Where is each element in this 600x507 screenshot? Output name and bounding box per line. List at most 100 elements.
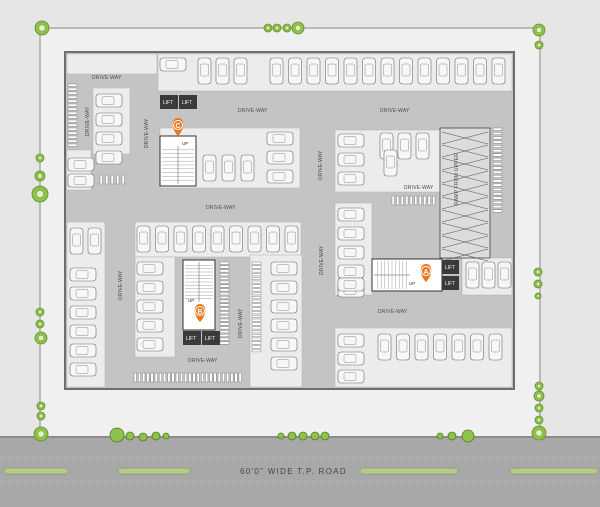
two-wheeler-stall: [432, 195, 436, 206]
car-stall: [417, 57, 432, 85]
two-wheeler-stall: [67, 111, 78, 115]
car-roof: [343, 267, 357, 276]
core-marker-c: C: [172, 118, 184, 136]
car-roof: [438, 63, 448, 77]
car-roof: [142, 302, 156, 311]
two-wheeler-stall: [116, 174, 120, 185]
tree-core: [265, 25, 271, 31]
two-wheeler-stall: [226, 372, 230, 383]
two-wheeler-stall: [67, 135, 78, 139]
two-wheeler-stall: [219, 277, 230, 280]
marker-c-label: C: [176, 123, 181, 130]
two-wheeler-stall: [414, 195, 418, 206]
car-roof: [383, 63, 392, 77]
two-wheeler-stall: [251, 345, 262, 349]
car-body: [337, 277, 365, 292]
car-roof: [494, 63, 503, 77]
car-roof: [73, 176, 87, 185]
car-roof: [472, 339, 482, 353]
car-body: [192, 225, 206, 253]
car-roof: [475, 63, 485, 77]
car-stall: [270, 261, 298, 276]
two-wheeler-stall: [492, 157, 503, 161]
ramp-line: [441, 235, 489, 249]
road-tree: [461, 429, 475, 443]
two-wheeler-stall: [219, 299, 230, 303]
ramp: [439, 127, 491, 262]
tree-core: [38, 335, 44, 341]
ramp-line: [441, 196, 489, 210]
two-wheeler-stall: [67, 87, 78, 91]
car-stall: [266, 131, 294, 146]
car-stall: [433, 333, 447, 361]
two-wheeler-stall: [251, 337, 262, 341]
two-wheeler-stall: [67, 123, 78, 127]
car-stall: [136, 318, 164, 333]
car-stall: [69, 267, 97, 282]
car-stall: [67, 173, 95, 188]
two-wheeler-stall: [405, 195, 409, 206]
car-roof: [272, 134, 286, 143]
ramp-line: [441, 222, 489, 236]
car-body: [87, 227, 102, 255]
car-roof: [343, 174, 357, 183]
two-wheeler-stall: [137, 372, 141, 383]
two-wheeler-stall: [219, 322, 230, 326]
two-wheeler-stall: [492, 175, 503, 179]
car-body: [414, 333, 429, 361]
car-body: [488, 333, 503, 361]
two-wheeler-stall: [251, 322, 262, 326]
car-stall: [240, 154, 255, 182]
parking-stalls: [67, 57, 512, 384]
two-wheeler-stall: [492, 179, 503, 183]
two-wheeler-stall: [219, 292, 230, 296]
driveway-label-10: DRIVE-WAY: [118, 270, 124, 300]
two-wheeler-stall: [492, 196, 503, 200]
lift-a-1: [442, 260, 459, 274]
two-wheeler-stall: [251, 280, 262, 284]
car-roof: [484, 267, 493, 281]
car-stall: [202, 154, 217, 182]
car-stall: [136, 337, 164, 352]
car-roof: [176, 231, 185, 245]
car-body: [69, 362, 97, 377]
ramp-label: RAMP FROM UPPER: [454, 153, 460, 205]
car-body: [270, 337, 298, 352]
car-stall: [270, 356, 298, 371]
car-roof: [400, 138, 409, 152]
two-wheeler-stall: [219, 280, 230, 284]
car-roof: [272, 63, 281, 77]
lift-b-2-label: LIFT: [205, 336, 215, 342]
car-stall: [221, 154, 236, 182]
two-wheeler-stall: [251, 330, 262, 334]
driveway-label-13: DRIVE-WAY: [238, 308, 244, 338]
driveway-label-6: DRIVE-WAY: [378, 309, 408, 315]
road-tree: [162, 432, 170, 440]
tree-core: [37, 321, 43, 327]
up-label-c: UP: [182, 141, 188, 146]
two-wheeler-stall: [219, 261, 230, 265]
two-wheeler-stall: [492, 183, 503, 187]
two-wheeler-stall: [154, 372, 158, 383]
car-body: [67, 173, 95, 188]
two-wheeler-stall: [179, 372, 183, 383]
car-stall: [337, 333, 365, 348]
car-roof: [75, 308, 89, 317]
two-wheeler-stall: [219, 311, 230, 315]
car-body: [399, 57, 413, 85]
two-wheeler-stall: [209, 372, 213, 383]
road-tree: [125, 431, 135, 441]
car-body: [69, 267, 97, 282]
car-body: [155, 225, 169, 253]
car-stall: [488, 333, 503, 361]
car-roof: [276, 264, 290, 273]
up-label-b: UP: [188, 298, 194, 303]
car-body: [325, 57, 339, 85]
car-stall: [497, 261, 512, 289]
car-body: [306, 57, 321, 85]
two-wheeler-stall: [158, 372, 162, 383]
car-body: [473, 57, 487, 85]
lift-b-2: [202, 331, 220, 345]
two-wheeler-stall: [219, 284, 230, 288]
two-wheeler-stall: [251, 341, 262, 345]
